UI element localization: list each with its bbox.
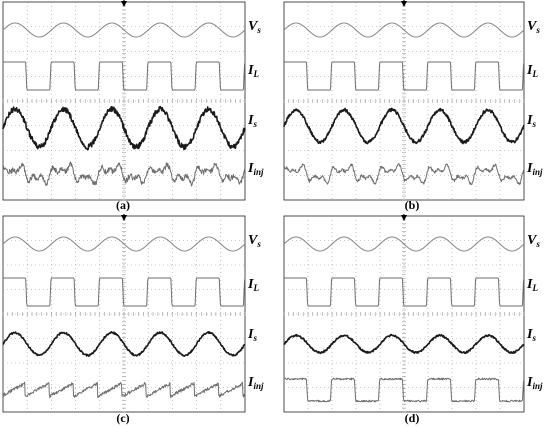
label-il: IL (527, 277, 538, 293)
label-iinj: Iinj (527, 161, 543, 177)
label-il: IL (527, 63, 538, 79)
series-i-l-trace (3, 61, 246, 91)
panel-d: Vs IL Is Iinj (d) (280, 214, 550, 427)
series-i-s-trace (283, 333, 525, 355)
series-i-inj-trace (2, 161, 246, 187)
caption-d: (d) (404, 411, 420, 425)
caption-b: (b) (404, 198, 420, 212)
series-v-s-trace (283, 236, 525, 252)
series-i-inj-trace (283, 163, 525, 186)
trigger-marker-icon (121, 215, 127, 221)
series-i-l-trace (284, 277, 525, 307)
trigger-marker-icon (401, 1, 407, 7)
oscilloscope-a (2, 0, 246, 201)
label-vs: Vs (527, 19, 540, 35)
label-iinj: Iinj (248, 375, 264, 391)
series-v-s-trace (283, 22, 525, 38)
panel-b: Vs IL Is Iinj (b) (280, 0, 550, 214)
panel-c: Vs IL Is Iinj (c) (0, 214, 275, 427)
oscilloscope-c (2, 214, 246, 413)
label-vs: Vs (527, 233, 540, 249)
label-il: IL (248, 63, 259, 79)
caption-c: (c) (116, 411, 130, 425)
label-is: Is (248, 113, 257, 129)
trigger-marker-icon (401, 215, 407, 221)
label-iinj: Iinj (248, 161, 264, 177)
label-is: Is (527, 113, 536, 129)
series-i-s-trace (2, 105, 246, 151)
series-i-inj-trace (283, 377, 525, 403)
series-i-l-trace (284, 61, 525, 91)
label-iinj: Iinj (527, 375, 543, 391)
label-is: Is (527, 327, 536, 343)
panel-a: Vs IL Is Iinj (a) (0, 0, 275, 214)
label-il: IL (248, 277, 259, 293)
label-vs: Vs (248, 19, 261, 35)
oscilloscope-b (283, 0, 525, 201)
oscilloscope-d (283, 214, 525, 413)
series-i-s-trace (2, 330, 246, 357)
series-i-inj-trace (2, 381, 246, 399)
series-i-s-trace (283, 107, 525, 145)
series-v-s-trace (2, 22, 246, 38)
label-vs: Vs (248, 233, 261, 249)
trigger-marker-icon (121, 1, 127, 7)
series-v-s-trace (2, 236, 246, 252)
caption-a: (a) (116, 198, 130, 212)
label-is: Is (248, 327, 257, 343)
series-i-l-trace (3, 277, 246, 307)
